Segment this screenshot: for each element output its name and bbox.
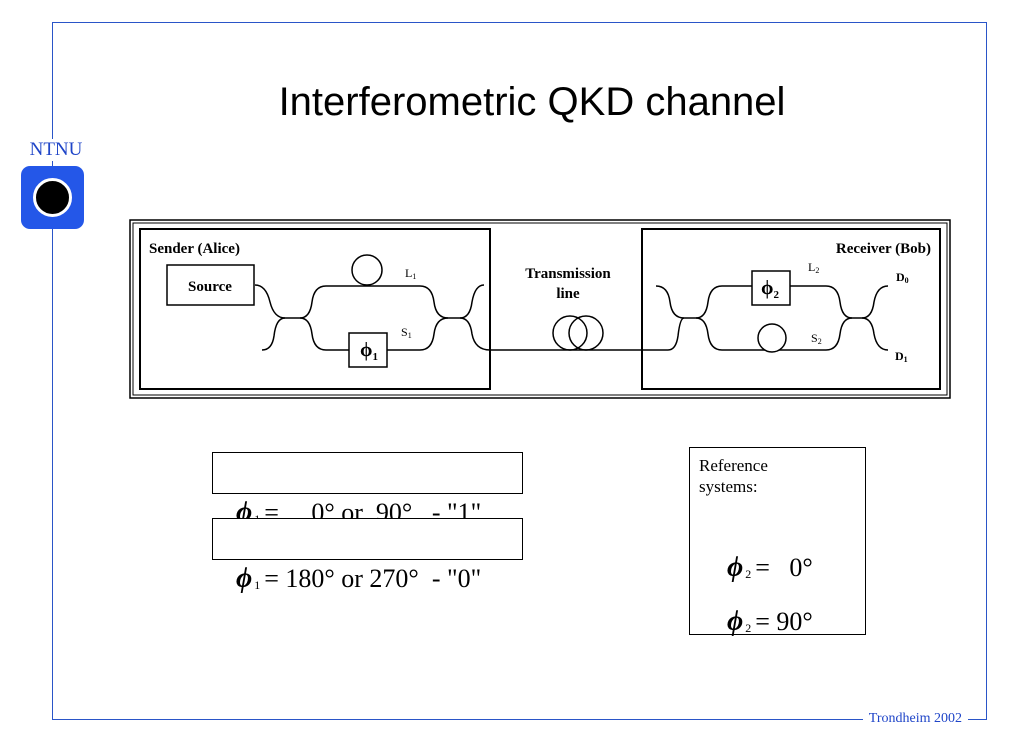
logo-ring-icon <box>33 178 72 217</box>
fiber-spool-icon-2 <box>568 315 604 351</box>
bob-phase-modulator <box>751 270 791 306</box>
frame-top-line <box>52 22 987 23</box>
sender-label: Sender (Alice) <box>149 241 240 257</box>
diagram-outer-frame <box>129 219 951 399</box>
frame-left-line <box>52 22 53 720</box>
encoding-bit-1-box: ϕ1= 0° or 90° - "1" <box>212 452 523 528</box>
reference-phi-subscript: 2 <box>745 621 752 635</box>
frame-bottom-line <box>52 719 987 720</box>
brand-name: NTNU <box>22 139 90 161</box>
encoding-phi-subscript: 1 <box>254 578 261 592</box>
footer-text: Trondheim 2002 <box>862 711 968 727</box>
reference-phi-subscript: 2 <box>745 567 752 581</box>
transmission-label-line: line <box>556 286 580 302</box>
alice-phase-modulator <box>348 332 388 368</box>
source-box <box>166 264 255 306</box>
frame-right-line <box>986 22 987 720</box>
receiver-box <box>641 228 941 390</box>
bob-phase-symbol: ϕ2 <box>761 277 779 301</box>
encoding-bit-0-expr: = 180° or 270° - "0" <box>264 564 482 593</box>
bob-delay-loop-icon <box>757 323 787 353</box>
receiver-label: Receiver (Bob) <box>836 241 931 257</box>
bob-short-arm-label: S2 <box>811 331 822 346</box>
reference-phi-symbol: ϕ <box>727 606 744 637</box>
page-title: Interferometric QKD channel <box>278 80 786 124</box>
bob-interferometer <box>655 285 889 351</box>
diagram-inner-frame <box>132 222 948 396</box>
ntnu-logo <box>21 166 84 229</box>
encoding-phi-symbol: ϕ <box>236 563 253 594</box>
reference-value: = 0° <box>755 553 813 582</box>
reference-value: = 90° <box>755 607 813 636</box>
alice-long-arm-label: L1 <box>405 266 416 281</box>
fiber-spool-icon <box>552 315 588 351</box>
source-label: Source <box>188 279 232 295</box>
alice-interferometer <box>254 284 668 351</box>
alice-short-arm-label: S1 <box>401 325 412 340</box>
bob-long-arm-label: L2 <box>808 260 819 275</box>
alice-delay-loop-icon <box>351 254 383 286</box>
reference-label: Reference systems: <box>699 456 768 496</box>
alice-phase-symbol: ϕ1 <box>360 339 378 363</box>
sender-box <box>139 228 491 390</box>
reference-phi-symbol: ϕ <box>727 552 744 583</box>
detector-d0-label: D0 <box>896 270 909 285</box>
detector-d1-label: D1 <box>895 349 908 364</box>
transmission-label: Transmission <box>525 266 611 282</box>
